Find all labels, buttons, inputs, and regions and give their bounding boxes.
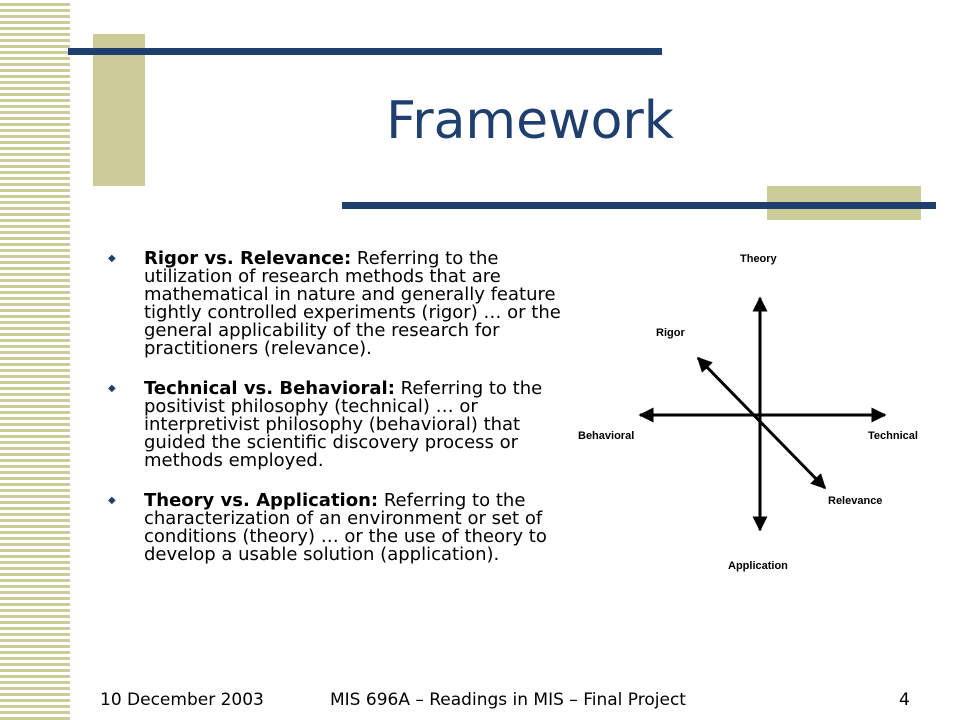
label-rigor: Rigor: [656, 327, 685, 339]
label-relevance: Relevance: [828, 495, 882, 507]
bullet-item: ◆ Technical vs. Behavioral: Referring to…: [108, 380, 580, 470]
left-stripe-decoration: [0, 0, 70, 720]
bullet-text: Referring to the utilization of research…: [144, 248, 561, 359]
label-application: Application: [728, 560, 788, 572]
bullet-item: ◆ Theory vs. Application: Referring to t…: [108, 492, 580, 564]
diamond-bullet-icon: ◆: [108, 383, 116, 394]
diamond-bullet-icon: ◆: [108, 253, 116, 264]
label-behavioral: Behavioral: [578, 430, 634, 442]
bullet-item: ◆ Rigor vs. Relevance: Referring to the …: [108, 250, 580, 358]
label-technical: Technical: [868, 430, 918, 442]
blue-rule-mid: [342, 202, 936, 209]
footer-course-title: MIS 696A – Readings in MIS – Final Proje…: [330, 690, 686, 710]
footer-date: 10 December 2003: [100, 690, 264, 710]
bullet-heading: Rigor vs. Relevance:: [144, 248, 352, 269]
label-theory: Theory: [740, 253, 778, 265]
slide-title: Framework: [386, 91, 674, 151]
rigor-relevance-axis: [696, 356, 827, 490]
footer-page-number: 4: [899, 690, 910, 710]
tan-accent-block-top: [93, 34, 145, 186]
blue-rule-top: [68, 48, 662, 55]
bullet-list: ◆ Rigor vs. Relevance: Referring to the …: [108, 250, 580, 586]
bullet-heading: Technical vs. Behavioral:: [144, 378, 395, 399]
framework-axes-diagram: Theory Application Behavioral Technical …: [578, 253, 918, 572]
bullet-heading: Theory vs. Application:: [144, 490, 379, 511]
diamond-bullet-icon: ◆: [108, 495, 116, 506]
bullet-text: Referring to the positivist philosophy (…: [144, 378, 543, 471]
bullet-text: Referring to the characterization of an …: [144, 490, 547, 565]
